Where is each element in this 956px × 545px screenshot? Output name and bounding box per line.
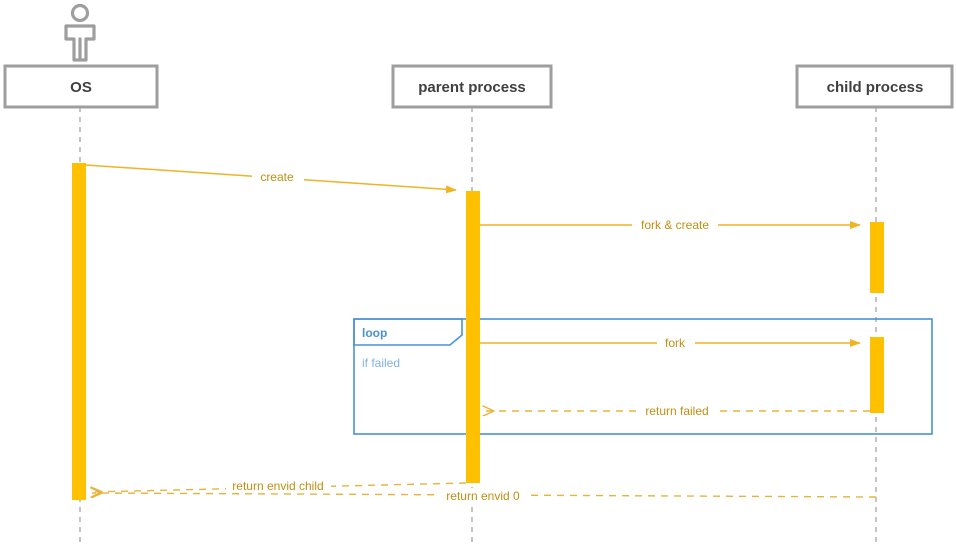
participant-os-box xyxy=(3,64,159,109)
message-fork-and-create-label-bg xyxy=(632,216,718,232)
participant-parent-process-label: parent process xyxy=(418,79,526,96)
activation-bar-child-process-first[interactable] xyxy=(870,222,884,293)
participant-child-process[interactable]: child process xyxy=(795,64,954,109)
message-return-failed-label: return failed xyxy=(645,404,708,418)
message-fork[interactable]: fork xyxy=(480,334,861,350)
message-fork-label: fork xyxy=(665,336,686,350)
participant-child-process-label: child process xyxy=(827,79,924,96)
message-return-failed[interactable]: return failed xyxy=(484,402,870,418)
message-return-envid-0-label-bg xyxy=(438,488,528,503)
participant-os-label: OS xyxy=(70,79,92,96)
combined-fragment-loop[interactable]: loop if failed xyxy=(353,318,933,435)
actor-stick-figure-icon xyxy=(64,3,96,62)
message-return-envid-0[interactable]: return envid 0 xyxy=(92,488,877,503)
message-create[interactable]: create xyxy=(85,164,457,194)
message-fork-and-create-label: fork & create xyxy=(641,218,709,232)
message-fork-label-bg xyxy=(657,334,695,350)
message-create-label: create xyxy=(260,170,294,184)
fragment-loop-border xyxy=(353,318,933,435)
participant-os[interactable]: OS xyxy=(3,64,159,109)
fragment-loop-guard-label: if failed xyxy=(362,356,400,370)
participant-parent-process-box xyxy=(391,64,553,109)
message-return-envid-0-label: return envid 0 xyxy=(446,489,520,503)
fragment-loop-operator-tab xyxy=(353,318,463,346)
participant-child-process-box xyxy=(795,64,954,109)
activation-bar-child-process-second[interactable] xyxy=(870,337,884,413)
participant-parent-process[interactable]: parent process xyxy=(391,64,553,109)
activation-bar-os[interactable] xyxy=(72,163,86,500)
message-fork-and-create[interactable]: fork & create xyxy=(480,216,861,232)
fragment-loop-operator-label: loop xyxy=(362,326,387,340)
message-return-envid-child[interactable]: return envid child xyxy=(92,478,467,493)
message-return-envid-child-label: return envid child xyxy=(232,479,323,493)
message-return-envid-child-label-bg xyxy=(226,478,331,492)
message-return-failed-label-bg xyxy=(637,402,717,418)
activation-bar-parent-process[interactable] xyxy=(466,191,480,483)
activation-bars-layer xyxy=(72,163,884,500)
message-create-label-bg xyxy=(252,170,304,184)
